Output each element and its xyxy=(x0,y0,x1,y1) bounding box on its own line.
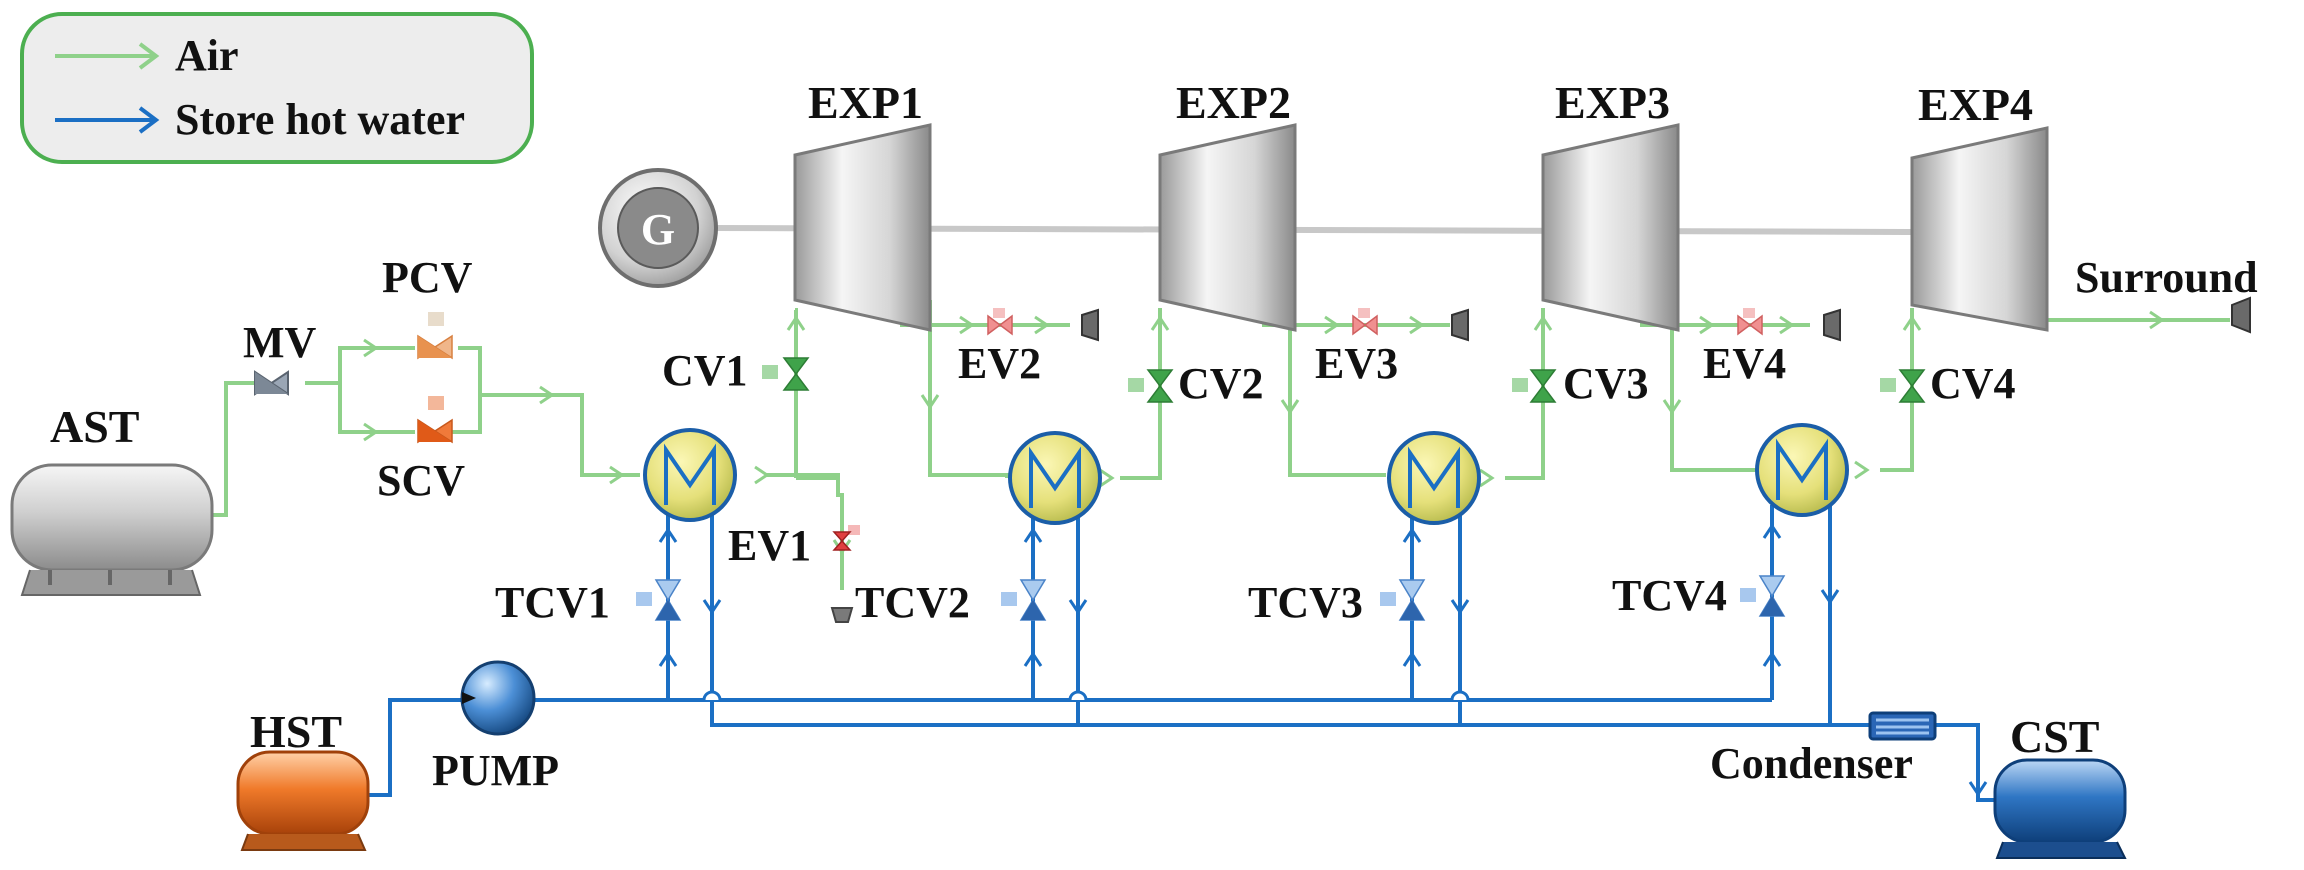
ev1-exhaust-icon xyxy=(830,607,854,623)
ev1-valve-icon xyxy=(830,525,860,623)
legend-air-arrow-icon xyxy=(138,42,160,70)
label-ast: AST xyxy=(50,401,139,452)
ev2-valve-icon xyxy=(987,308,1099,342)
line-crossovers xyxy=(702,690,1470,701)
label-scv: SCV xyxy=(377,456,465,505)
legend-water-arrow-icon xyxy=(138,106,160,134)
cv4-valve-icon xyxy=(1880,369,1926,403)
heat-exchanger-2 xyxy=(1008,431,1102,525)
label-exp3: EXP3 xyxy=(1555,77,1670,128)
pump-arrow-icon xyxy=(462,692,476,704)
generator-label: G xyxy=(641,205,675,254)
ev4-silencer-icon xyxy=(1823,308,1841,342)
pcv-valve-icon xyxy=(417,312,453,360)
ast-tank xyxy=(10,463,214,596)
label-tcv2: TCV2 xyxy=(855,578,970,627)
tcv3-valve-icon xyxy=(1380,579,1426,621)
cv1-valve-icon xyxy=(762,357,810,391)
label-ev3: EV3 xyxy=(1315,339,1398,388)
legend-air-label: Air xyxy=(175,31,239,80)
label-ev4: EV4 xyxy=(1703,339,1786,388)
hst-tank xyxy=(236,750,370,851)
label-cv3: CV3 xyxy=(1563,359,1649,408)
label-condenser: Condenser xyxy=(1710,739,1913,788)
ev3-silencer-icon xyxy=(1451,308,1469,342)
ev4-valve-icon xyxy=(1737,308,1841,342)
air-lines xyxy=(212,300,2230,590)
label-pcv: PCV xyxy=(382,253,473,302)
label-surround: Surround xyxy=(2075,253,2258,302)
label-tcv1: TCV1 xyxy=(495,578,610,627)
label-cv4: CV4 xyxy=(1930,359,2016,408)
mv-valve-icon xyxy=(254,370,289,396)
cv2-valve-icon xyxy=(1128,369,1174,403)
legend-water-label: Store hot water xyxy=(175,95,465,144)
label-cv1: CV1 xyxy=(662,346,748,395)
turbine-exp2 xyxy=(1158,123,1297,332)
tcv2-valve-icon xyxy=(1001,579,1047,621)
label-cv2: CV2 xyxy=(1178,359,1264,408)
heat-exchanger-1 xyxy=(643,428,737,522)
turbine-exp1 xyxy=(793,123,932,332)
pump xyxy=(460,660,536,736)
ev2-silencer-icon xyxy=(1081,308,1099,342)
label-tcv3: TCV3 xyxy=(1248,578,1363,627)
label-pump: PUMP xyxy=(432,746,559,795)
scv-valve-icon xyxy=(417,396,453,444)
label-ev1: EV1 xyxy=(728,521,811,570)
cst-tank xyxy=(1993,758,2127,859)
tcv1-valve-icon xyxy=(636,579,682,621)
label-exp4: EXP4 xyxy=(1918,79,2033,130)
generator: G xyxy=(598,168,718,288)
water-arrows xyxy=(658,523,1988,797)
turbine-exp3 xyxy=(1541,123,1680,332)
label-cst: CST xyxy=(2010,711,2099,762)
heat-exchanger-4 xyxy=(1755,423,1849,517)
ev3-valve-icon xyxy=(1352,308,1469,342)
surround-silencer-icon xyxy=(2231,296,2251,334)
label-mv: MV xyxy=(243,318,317,367)
label-tcv4: TCV4 xyxy=(1612,571,1727,620)
component-labels: EXP1 EXP2 EXP3 EXP4 PCV MV SCV AST CV1 C… xyxy=(50,77,2258,795)
legend: Air Store hot water xyxy=(20,12,534,164)
air-arrows xyxy=(363,310,2165,555)
heat-exchanger-3 xyxy=(1387,431,1481,525)
label-hst: HST xyxy=(250,706,342,757)
condenser xyxy=(1868,711,1937,741)
cv3-valve-icon xyxy=(1512,369,1557,403)
label-exp2: EXP2 xyxy=(1176,77,1291,128)
label-exp1: EXP1 xyxy=(808,77,923,128)
turbine-exp4 xyxy=(1910,126,2049,332)
tcv4-valve-icon xyxy=(1740,575,1786,617)
label-ev2: EV2 xyxy=(958,339,1041,388)
